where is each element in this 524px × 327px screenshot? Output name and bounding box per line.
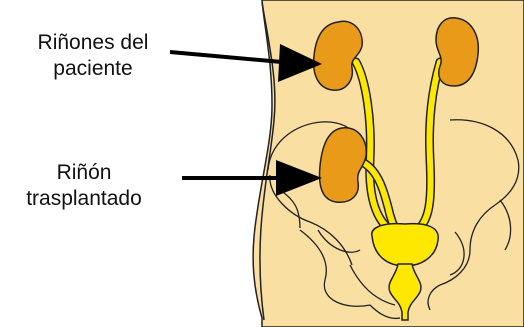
right-kidney (436, 18, 478, 86)
torso (253, 0, 524, 327)
